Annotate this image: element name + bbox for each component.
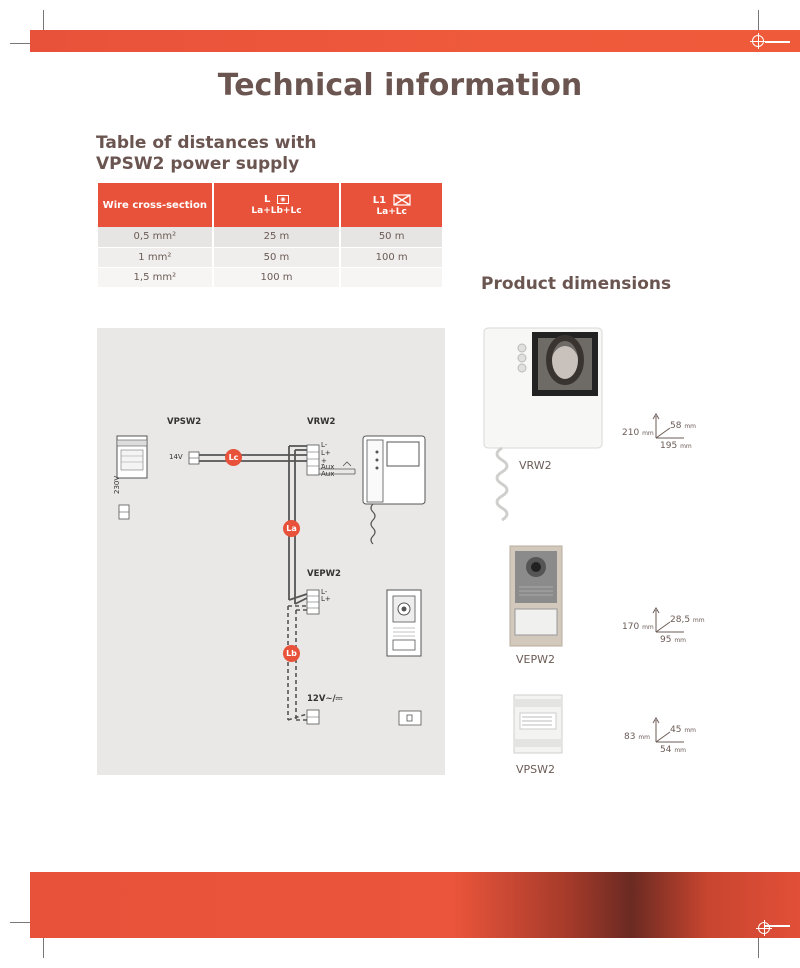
cell-section: 1,5 mm² — [98, 267, 214, 288]
cell-section: 1 mm² — [98, 247, 214, 268]
crop-mark — [43, 10, 44, 32]
axes-icon — [652, 413, 684, 439]
cell-l: 100 m — [212, 267, 342, 288]
table-row: 1 mm² 50 m 100 m — [98, 247, 444, 268]
wiring-diagram: VPSW2 VRW2 VEPW2 14V 230V 12V∼/⎓ L- L+ +… — [97, 328, 445, 775]
monitor-drawing — [362, 435, 426, 545]
label-l-plus: L+ — [321, 449, 331, 457]
cell-section: 0,5 mm² — [98, 227, 214, 248]
header-wire-section: Wire cross-section — [98, 183, 214, 227]
label-vepw2: VEPW2 — [307, 569, 341, 579]
dim-vrw2: 210 mm 58 mm 195 mm — [620, 410, 700, 451]
label-vepw2-l-minus: L- — [321, 588, 328, 596]
dim-vepw2-h: 170 mm — [622, 622, 654, 632]
dim-vrw2-w: 195 mm — [660, 441, 692, 451]
dim-vpsw2-d: 45 mm — [670, 725, 697, 735]
crossed-panel-icon — [392, 193, 411, 206]
label-minus: - — [321, 461, 324, 469]
page-title: Technical information — [217, 68, 583, 103]
band-line — [765, 925, 790, 927]
crop-mark — [43, 936, 44, 958]
power-supply-drawing — [116, 435, 148, 520]
band-line — [765, 41, 790, 43]
wiring-lines — [116, 435, 426, 726]
distances-table: Wire cross-section L ◉ La+Lb+Lc L1 La+Lc… — [98, 183, 444, 288]
cell-l: 25 m — [212, 227, 342, 248]
dim-vpsw2-h: 83 mm — [624, 732, 651, 742]
dim-vpsw2-w: 54 mm — [660, 745, 687, 755]
header-l-sub: La+Lb+Lc — [251, 206, 302, 216]
header-l1: L1 La+Lc — [340, 183, 444, 227]
product-name-vrw2: VRW2 — [519, 459, 552, 472]
registration-mark-icon — [756, 920, 772, 936]
table-row: 0,5 mm² 25 m 50 m — [98, 227, 444, 248]
registration-mark-icon — [750, 33, 766, 49]
label-l-minus: L- — [321, 441, 328, 449]
vrw2-monitor-image — [483, 327, 603, 522]
product-name-vpsw2: VPSW2 — [516, 763, 556, 776]
cell-l1: 100 m — [340, 247, 444, 268]
vepw2-panel-image — [509, 545, 563, 647]
label-vpsw2: VPSW2 — [167, 417, 202, 427]
vpsw2-supply-image — [513, 694, 563, 754]
label-plus: + — [321, 457, 327, 465]
dim-vrw2-h: 210 mm — [622, 428, 654, 438]
label-aux-2: Aux — [321, 470, 335, 478]
header-l1-top: L1 — [372, 194, 387, 206]
badge-la: La — [283, 520, 300, 537]
crop-mark — [10, 43, 32, 44]
cell-l: 50 m — [212, 247, 342, 268]
dim-vrw2-d: 58 mm — [670, 421, 697, 431]
label-230v: 230V — [113, 475, 121, 494]
dim-vpsw2: 83 mm 45 mm 54 mm — [624, 714, 704, 755]
cell-l1: 50 m — [340, 227, 444, 248]
table-row: 1,5 mm² 100 m — [98, 267, 444, 288]
distances-title-line2: VPSW2 power supply — [96, 154, 300, 174]
top-color-band — [30, 30, 800, 52]
table-header-row: Wire cross-section L ◉ La+Lb+Lc L1 La+Lc — [98, 183, 444, 227]
crop-mark — [758, 936, 759, 958]
product-name-vepw2: VEPW2 — [516, 653, 555, 666]
header-l-top: L — [264, 194, 271, 205]
header-l1-sub: La+Lc — [376, 206, 407, 217]
label-12v: 12V∼/⎓ — [307, 694, 343, 704]
dim-vepw2-w: 95 mm — [660, 635, 687, 645]
button-panel-icon: ◉ — [276, 194, 289, 204]
header-l: L ◉ La+Lb+Lc — [212, 183, 342, 227]
crop-mark — [758, 10, 759, 32]
label-aux-1: Aux — [321, 463, 335, 471]
axes-icon — [652, 717, 684, 743]
dim-vepw2: 170 mm 28,5 mm 95 mm — [620, 604, 710, 645]
label-vepw2-l-plus: L+ — [321, 595, 331, 603]
dim-vepw2-d: 28,5 mm — [670, 615, 705, 625]
label-14v: 14V — [169, 453, 183, 461]
cell-l1 — [340, 267, 444, 288]
axes-icon — [652, 607, 684, 633]
bottom-color-band — [30, 872, 800, 938]
distances-title-line1: Table of distances with — [96, 133, 317, 153]
label-vrw2: VRW2 — [307, 417, 336, 427]
crop-mark — [10, 922, 32, 923]
badge-lb: Lb — [283, 645, 300, 662]
badge-lc: Lc — [225, 449, 242, 466]
door-panel-drawing — [386, 589, 422, 657]
distances-title: Table of distances with VPSW2 power supp… — [96, 133, 317, 175]
product-dimensions-title: Product dimensions — [481, 274, 672, 294]
